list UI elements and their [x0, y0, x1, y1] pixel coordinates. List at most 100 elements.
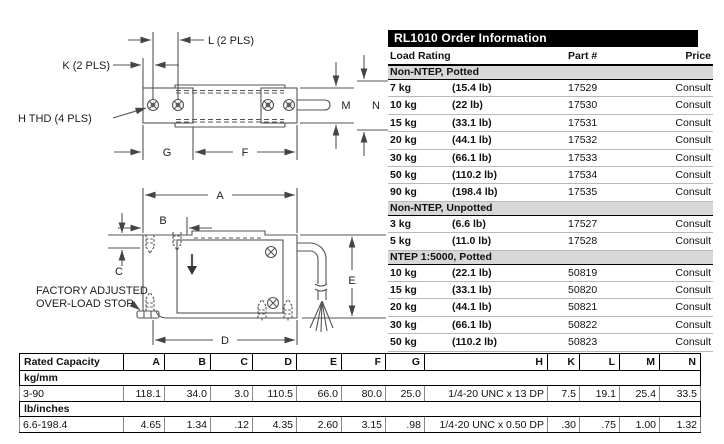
order-section-row: Non-NTEP, Unpotted — [388, 200, 714, 216]
part-number: 50822 — [566, 316, 645, 335]
part-number: 17531 — [566, 114, 645, 133]
price: Consult — [644, 131, 714, 150]
dim-label-m: M — [341, 100, 350, 112]
dim-value: 110.5 — [252, 385, 297, 402]
dim-value: 1.00 — [619, 416, 660, 433]
dim-label-e: E — [348, 275, 355, 287]
cable — [297, 242, 328, 300]
dim-value: 4.35 — [252, 416, 297, 433]
dim-value: .12 — [210, 416, 253, 433]
dim-col-header: Rated Capacity — [19, 353, 124, 371]
dim-unit-section-row: lb/inches — [19, 401, 701, 417]
dim-col-header: C — [210, 353, 253, 371]
price: Consult — [644, 79, 714, 98]
column-load-rating: Load Rating — [388, 48, 567, 66]
order-table-grid: Load Rating Part # Price Non-NTEP, Potte… — [388, 48, 714, 352]
order-section-label: Non-NTEP, Potted — [388, 64, 714, 80]
load-rating-lb: (198.4 lb) — [450, 183, 567, 202]
dim-col-header: E — [296, 353, 342, 371]
mounting-bolt-hidden — [145, 232, 293, 322]
dim-value: 80.0 — [341, 385, 386, 402]
dim-col-header: N — [659, 353, 701, 371]
dim-col-header: D — [252, 353, 297, 371]
dim-col-header: A — [123, 353, 165, 371]
load-rating-lb: (33.1 lb) — [450, 114, 567, 133]
order-info-table: RL1010 Order Information Load Rating Par… — [388, 30, 714, 352]
dim-value: 3.0 — [210, 385, 253, 402]
price: Consult — [644, 333, 714, 352]
part-number: 17533 — [566, 149, 645, 168]
load-rating-lb: (11.0 lb) — [450, 232, 567, 251]
part-number: 17527 — [566, 215, 645, 234]
part-number: 50823 — [566, 333, 645, 352]
load-rating-kg: 7 kg — [388, 79, 450, 98]
order-section-label: NTEP 1:5000, Potted — [388, 249, 714, 265]
dim-value: 7.5 — [547, 385, 580, 402]
price: Consult — [644, 281, 714, 300]
load-rating-kg: 5 kg — [388, 232, 450, 251]
order-table-title: RL1010 Order Information — [388, 30, 698, 47]
price: Consult — [644, 149, 714, 168]
price: Consult — [644, 114, 714, 133]
load-rating-kg: 90 kg — [388, 183, 450, 202]
load-rating-kg: 10 kg — [388, 264, 450, 283]
dim-label-f: F — [242, 147, 249, 159]
dim-value: 2.60 — [296, 416, 342, 433]
price: Consult — [644, 96, 714, 115]
h-thd-leader — [112, 107, 147, 119]
overload-label-line2: OVER-LOAD STOP — [36, 298, 134, 310]
load-rating-kg: 10 kg — [388, 96, 450, 115]
order-section-row: Non-NTEP, Potted — [388, 64, 714, 80]
load-rating-lb: (44.1 lb) — [450, 131, 567, 150]
load-rating-kg: 50 kg — [388, 166, 450, 185]
part-number: 50820 — [566, 281, 645, 300]
load-cell-dimension-drawing: L (2 PLS) K (2 PLS) H THD (4 PLS) M N G … — [18, 32, 388, 347]
dim-label-n: N — [372, 100, 380, 112]
rated-capacity-value: 3-90 — [19, 385, 124, 402]
part-number: 17529 — [566, 79, 645, 98]
dim-label-h-thd: H THD (4 PLS) — [18, 113, 92, 125]
top-view-extension-lines — [142, 32, 388, 160]
order-section-row: NTEP 1:5000, Potted — [388, 249, 714, 265]
dim-label-g: G — [163, 147, 172, 159]
dim-label-b: B — [159, 215, 166, 227]
dim-value: 33.5 — [659, 385, 701, 402]
load-rating-lb: (66.1 lb) — [450, 149, 567, 168]
overload-stop — [136, 310, 160, 319]
dim-col-header: M — [619, 353, 660, 371]
dim-value: .30 — [547, 416, 580, 433]
load-rating-lb: (6.6 lb) — [450, 215, 567, 234]
overload-label-line1: FACTORY ADJUSTED — [36, 285, 148, 297]
dim-value: 19.1 — [579, 385, 620, 402]
dim-col-header: F — [341, 353, 386, 371]
load-rating-lb: (66.1 lb) — [450, 316, 567, 335]
load-rating-kg: 30 kg — [388, 149, 450, 168]
column-part-number: Part # — [566, 48, 645, 66]
dim-label-d: D — [221, 335, 229, 347]
price: Consult — [644, 264, 714, 283]
load-rating-lb: (22.1 lb) — [450, 264, 567, 283]
top-view-beam-edges — [174, 84, 286, 128]
part-number: 17530 — [566, 96, 645, 115]
circled-x-icon — [264, 245, 280, 310]
load-arrow-head — [187, 266, 197, 275]
thread-screw-icon — [146, 98, 296, 112]
price: Consult — [644, 166, 714, 185]
